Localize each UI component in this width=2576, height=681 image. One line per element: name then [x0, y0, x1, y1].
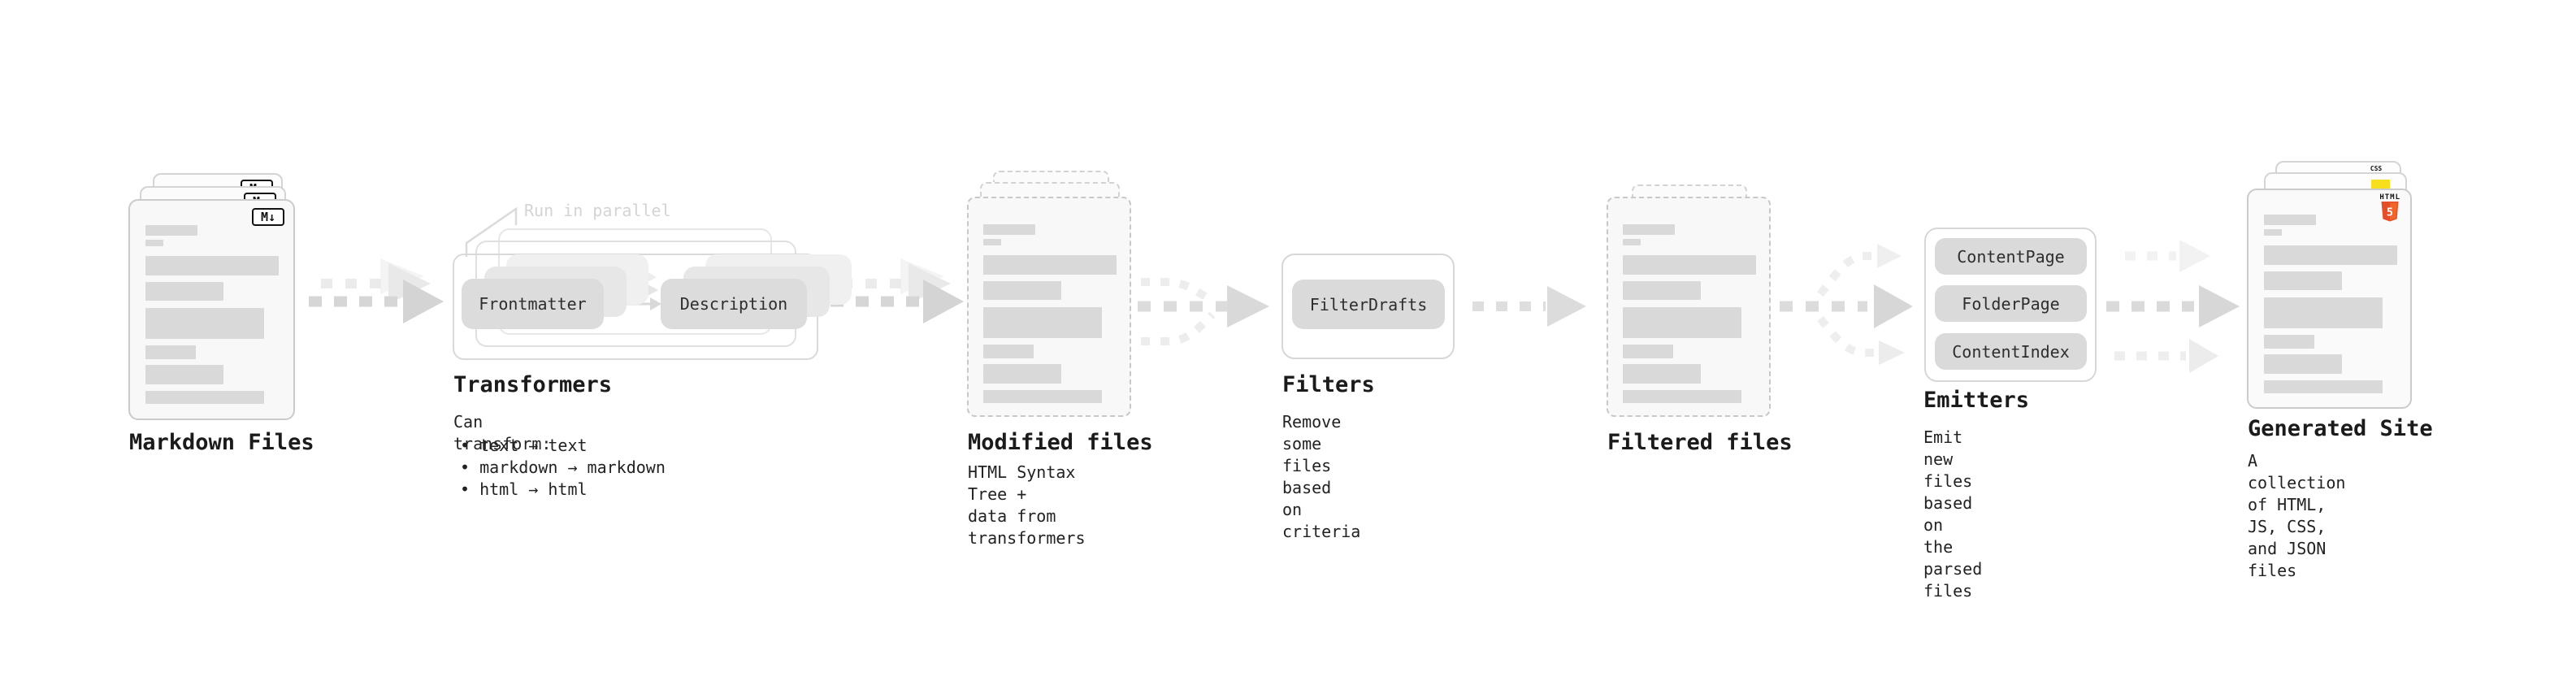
skeleton-bar [1623, 390, 1741, 403]
document-skeleton-bars [1623, 224, 1756, 403]
transformers-title: Transformers [453, 372, 613, 397]
modified-files-title: Modified files [968, 430, 1153, 455]
filters-caption: Remove some files based on criteria [1282, 412, 1361, 541]
filtered-files-title: Filtered files [1607, 430, 1793, 455]
generated-html-card: HTML 5 [2247, 189, 2412, 409]
filterdrafts-pill: FilterDrafts [1292, 280, 1445, 329]
emitters-caption: Emit new files based on the parsed files [1923, 427, 1983, 601]
transformers-caption-heading: Can transform: [453, 412, 552, 453]
skeleton-bar [1623, 239, 1641, 245]
skeleton-bar [2264, 229, 2282, 236]
skeleton-bar [2264, 271, 2342, 290]
skeleton-bar [983, 390, 1102, 403]
skeleton-bar [983, 224, 1035, 235]
skeleton-bar [983, 239, 1001, 245]
arrow-markdown-to-transformers [309, 258, 444, 323]
document-skeleton-bars [2264, 215, 2397, 393]
description-pill: Description [661, 279, 807, 329]
javascript-icon [2371, 180, 2390, 191]
html5-number: 5 [2387, 206, 2393, 219]
html5-icon: HTML 5 [2379, 193, 2400, 223]
markdown-file-card-front: M↓ [128, 199, 295, 420]
document-skeleton-bars [145, 225, 279, 404]
contentindex-pill: ContentIndex [1935, 333, 2087, 370]
markdown-icon: M↓ [252, 208, 284, 226]
arrow-modified-to-filters-merge [1138, 278, 1269, 345]
html5-shield: 5 [2381, 202, 2399, 222]
arrows-emitters-to-generated [2106, 240, 2240, 373]
run-in-parallel-leader-line [465, 206, 518, 257]
document-skeleton-bars [983, 224, 1117, 403]
skeleton-bar [1623, 307, 1741, 338]
generated-site-title: Generated Site [2248, 416, 2433, 441]
skeleton-bar [983, 255, 1117, 275]
filters-title: Filters [1282, 372, 1375, 397]
bullet-item: • text → text [460, 436, 588, 455]
skeleton-bar [983, 345, 1034, 358]
transformers-bullet-list: • text → text • markdown → markdown • ht… [460, 435, 666, 501]
skeleton-bar [983, 281, 1061, 300]
bullet-item: • html → html [460, 479, 588, 499]
arrow-filtered-to-emitters-fanout [1780, 244, 1913, 365]
css-icon-label: CSS [2370, 165, 2383, 172]
skeleton-bar [983, 364, 1061, 384]
skeleton-bar [1623, 281, 1701, 300]
skeleton-bar [1623, 364, 1701, 384]
skeleton-bar [1623, 255, 1756, 275]
arrow-filters-to-filtered [1472, 286, 1586, 327]
modified-files-caption: HTML Syntax Tree + data from transformer… [968, 462, 1086, 548]
generated-site-caption: A collection of HTML, JS, CSS, and JSON … [2248, 451, 2346, 580]
skeleton-bar [145, 391, 264, 404]
skeleton-bar [1623, 345, 1673, 358]
markdown-files-title: Markdown Files [129, 430, 314, 455]
skeleton-bar [145, 225, 197, 236]
skeleton-bar [145, 282, 223, 301]
emitters-title: Emitters [1923, 388, 2030, 413]
skeleton-bar [983, 307, 1102, 338]
folderpage-pill: FolderPage [1935, 285, 2087, 322]
contentpage-pill: ContentPage [1935, 238, 2087, 275]
skeleton-bar [145, 365, 223, 384]
skeleton-bar [2264, 215, 2316, 225]
arrow-transformers-to-modified [830, 258, 964, 323]
skeleton-bar [145, 345, 196, 359]
run-in-parallel-note: Run in parallel [524, 201, 671, 220]
skeleton-bar [2264, 335, 2314, 349]
skeleton-bar [145, 256, 279, 275]
skeleton-bar [145, 240, 163, 246]
filtered-file-card [1607, 197, 1771, 417]
skeleton-bar [2264, 354, 2342, 374]
skeleton-bar [2264, 297, 2383, 328]
skeleton-bar [2264, 380, 2383, 393]
frontmatter-pill: Frontmatter [462, 279, 604, 329]
skeleton-bar [1623, 224, 1675, 235]
skeleton-bar [145, 308, 264, 339]
bullet-item: • markdown → markdown [460, 458, 666, 477]
skeleton-bar [2264, 245, 2397, 265]
html5-icon-label: HTML [2379, 193, 2400, 202]
modified-file-card [967, 197, 1131, 417]
